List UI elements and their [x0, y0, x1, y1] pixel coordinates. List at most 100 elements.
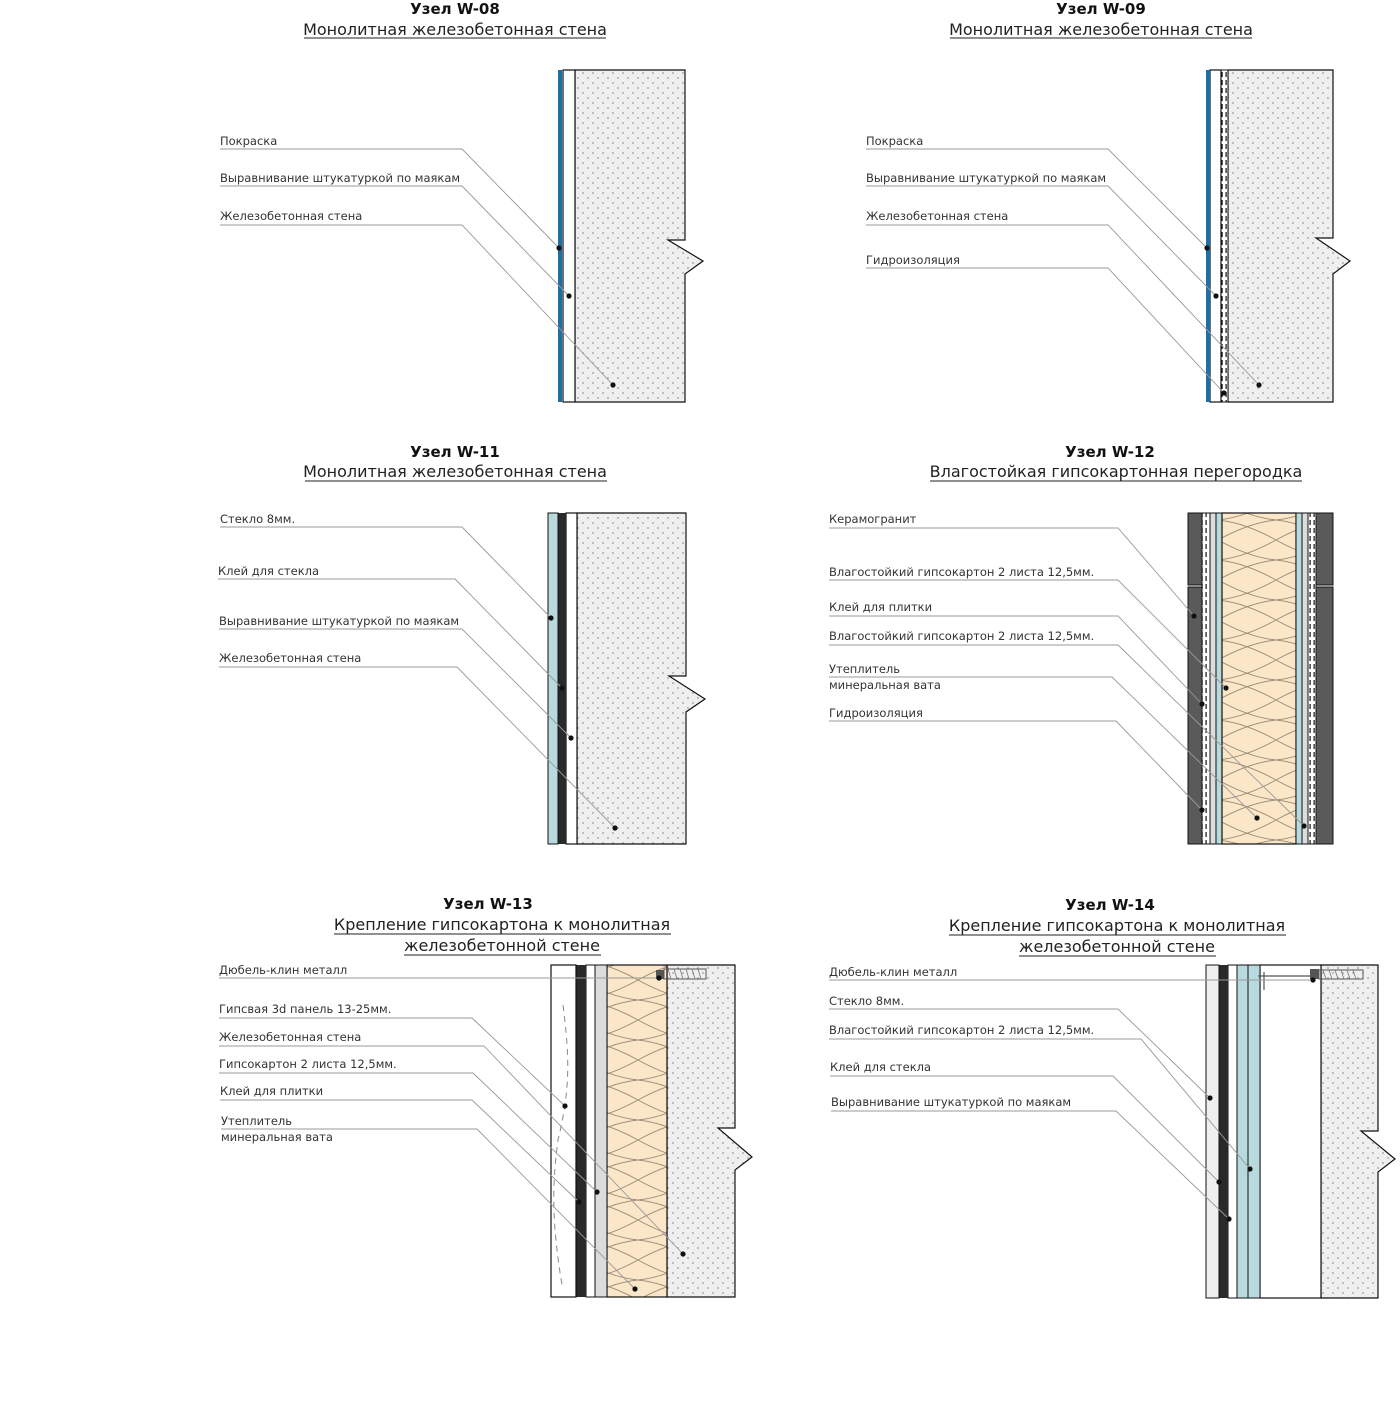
- glue-layer: [576, 965, 586, 1297]
- leader-dot: [1254, 815, 1260, 821]
- detail-subtitle: Монолитная железобетонная стена: [949, 20, 1253, 39]
- plaster-layer: [1209, 69, 1222, 403]
- glass-layer: [1205, 964, 1220, 1299]
- leader-line: [829, 676, 1258, 819]
- label-glass: Стекло 8мм.: [829, 994, 904, 1008]
- drywall-layer: [1301, 512, 1309, 845]
- concrete-wall: [1320, 964, 1396, 1299]
- leader-line: [829, 579, 1227, 689]
- paint-layer: [1206, 70, 1210, 402]
- concrete-wall: [574, 69, 705, 403]
- leader-dot: [1247, 1166, 1253, 1172]
- detail-title: Узел W-14: [1065, 896, 1155, 914]
- detail-w11: Узел W-11 Монолитная железобетонная стен…: [218, 443, 707, 845]
- leader-line: [829, 615, 1203, 705]
- plaster-layer: [562, 69, 576, 403]
- dowel-icon: [663, 968, 707, 980]
- detail-subtitle: Влагостойкая гипсокартонная перегородка: [930, 462, 1303, 481]
- leader-dot: [568, 735, 574, 741]
- wall-section: [547, 512, 707, 845]
- detail-w09: Узел W-09 Монолитная железобетонная стен…: [866, 0, 1352, 403]
- label-plaster: Выравнивание штукатуркой по маякам: [219, 614, 459, 628]
- leader-dot: [680, 1251, 686, 1257]
- detail-w12: Узел W-12 Влагостойкая гипсокартонная пе…: [829, 443, 1334, 845]
- leader-line: [866, 224, 1260, 386]
- label-glass: Стекло 8мм.: [220, 512, 295, 526]
- dowel-thread: [1322, 969, 1357, 980]
- leader-line: [221, 1128, 636, 1290]
- leader-dot: [1226, 1216, 1232, 1222]
- leader-dot: [556, 245, 562, 251]
- leader-line: [866, 185, 1217, 297]
- panel-relief: [553, 1004, 569, 1286]
- waterproofing-layer: [1307, 512, 1317, 845]
- detail-subtitle: железобетонной стене: [1019, 937, 1215, 956]
- label-waterproofing: Гидроизоляция: [866, 253, 960, 267]
- plaster-layer: [565, 512, 578, 845]
- leader-dot: [632, 1286, 638, 1292]
- leader-line: [830, 1075, 1220, 1183]
- detail-w08: Узел W-08 Монолитная железобетонная стен…: [220, 0, 705, 403]
- label-insulation-2: минеральная вата: [221, 1130, 333, 1144]
- leader-dot: [1223, 685, 1229, 691]
- leader-line: [866, 148, 1208, 249]
- label-insulation-1: Утеплитель: [221, 1114, 292, 1128]
- leader-dot: [566, 293, 572, 299]
- leader-dot: [1216, 1179, 1222, 1185]
- detail-subtitle: железобетонной стене: [404, 936, 600, 955]
- leader-dot: [1204, 245, 1210, 251]
- detail-subtitle: Монолитная железобетонная стена: [303, 462, 607, 481]
- partition-section: [1187, 512, 1334, 845]
- label-concrete: Железобетонная стена: [219, 1030, 361, 1044]
- drywall-layer: [1247, 964, 1261, 1299]
- label-glass-glue: Клей для стекла: [830, 1060, 931, 1074]
- label-drywall: Гипсокартон 2 листа 12,5мм.: [219, 1057, 397, 1071]
- leader-line: [831, 1110, 1230, 1220]
- label-concrete: Железобетонная стена: [219, 651, 361, 665]
- leader-line: [829, 1038, 1251, 1170]
- glue-layer: [1227, 964, 1238, 1299]
- leader-dot: [562, 1103, 568, 1109]
- detail-title: Узел W-09: [1056, 0, 1146, 18]
- leader-line: [829, 527, 1195, 617]
- tile-layer: [1187, 512, 1203, 586]
- label-paint: Покраска: [220, 134, 277, 148]
- leader-dot: [559, 685, 565, 691]
- detail-subtitle: Монолитная железобетонная стена: [303, 20, 607, 39]
- wall-section: [1206, 69, 1352, 403]
- concrete-wall: [666, 964, 753, 1298]
- glue-layer: [1219, 965, 1228, 1298]
- waterproofing-layer: [1201, 512, 1211, 845]
- leader-line: [219, 1045, 684, 1255]
- dowel-thread: [667, 968, 702, 980]
- label-plaster: Выравнивание штукатуркой по маякам: [220, 171, 460, 185]
- concrete-wall: [1227, 69, 1352, 403]
- label-waterproofing: Гидроизоляция: [829, 706, 923, 720]
- label-concrete: Железобетонная стена: [866, 209, 1008, 223]
- dowel-head-icon: [1310, 969, 1319, 979]
- leader-dot: [1199, 807, 1205, 813]
- label-3d-panel: Гипсвая 3d панель 13-25мм.: [219, 1002, 391, 1016]
- detail-w13: Узел W-13 Крепление гипсокартона к монол…: [219, 895, 753, 1298]
- leader-dot: [548, 615, 554, 621]
- glue-layer: [558, 513, 566, 844]
- leader-dot: [610, 382, 616, 388]
- label-tile: Керамогранит: [829, 512, 917, 526]
- detail-title: Узел W-11: [410, 443, 500, 461]
- detail-title: Узел W-08: [410, 0, 500, 18]
- label-insulation-2: минеральная вата: [829, 678, 941, 692]
- leader-dot: [1199, 701, 1205, 707]
- leader-line: [220, 185, 570, 297]
- detail-subtitle: Крепление гипсокартона к монолитная: [949, 916, 1285, 935]
- label-drywall-1: Влагостойкий гипсокартон 2 листа 12,5мм.: [829, 565, 1094, 579]
- label-plaster: Выравнивание штукатуркой по маякам: [866, 171, 1106, 185]
- detail-title: Узел W-12: [1065, 443, 1155, 461]
- leader-dot: [594, 1189, 600, 1195]
- leader-line: [219, 666, 616, 829]
- detail-title: Узел W-13: [443, 895, 533, 913]
- detail-subtitle: Крепление гипсокартона к монолитная: [334, 915, 670, 934]
- concrete-wall: [576, 512, 707, 845]
- label-dowel: Дюбель-клин металл: [219, 963, 347, 977]
- label-tile-glue: Клей для плитки: [220, 1084, 323, 1098]
